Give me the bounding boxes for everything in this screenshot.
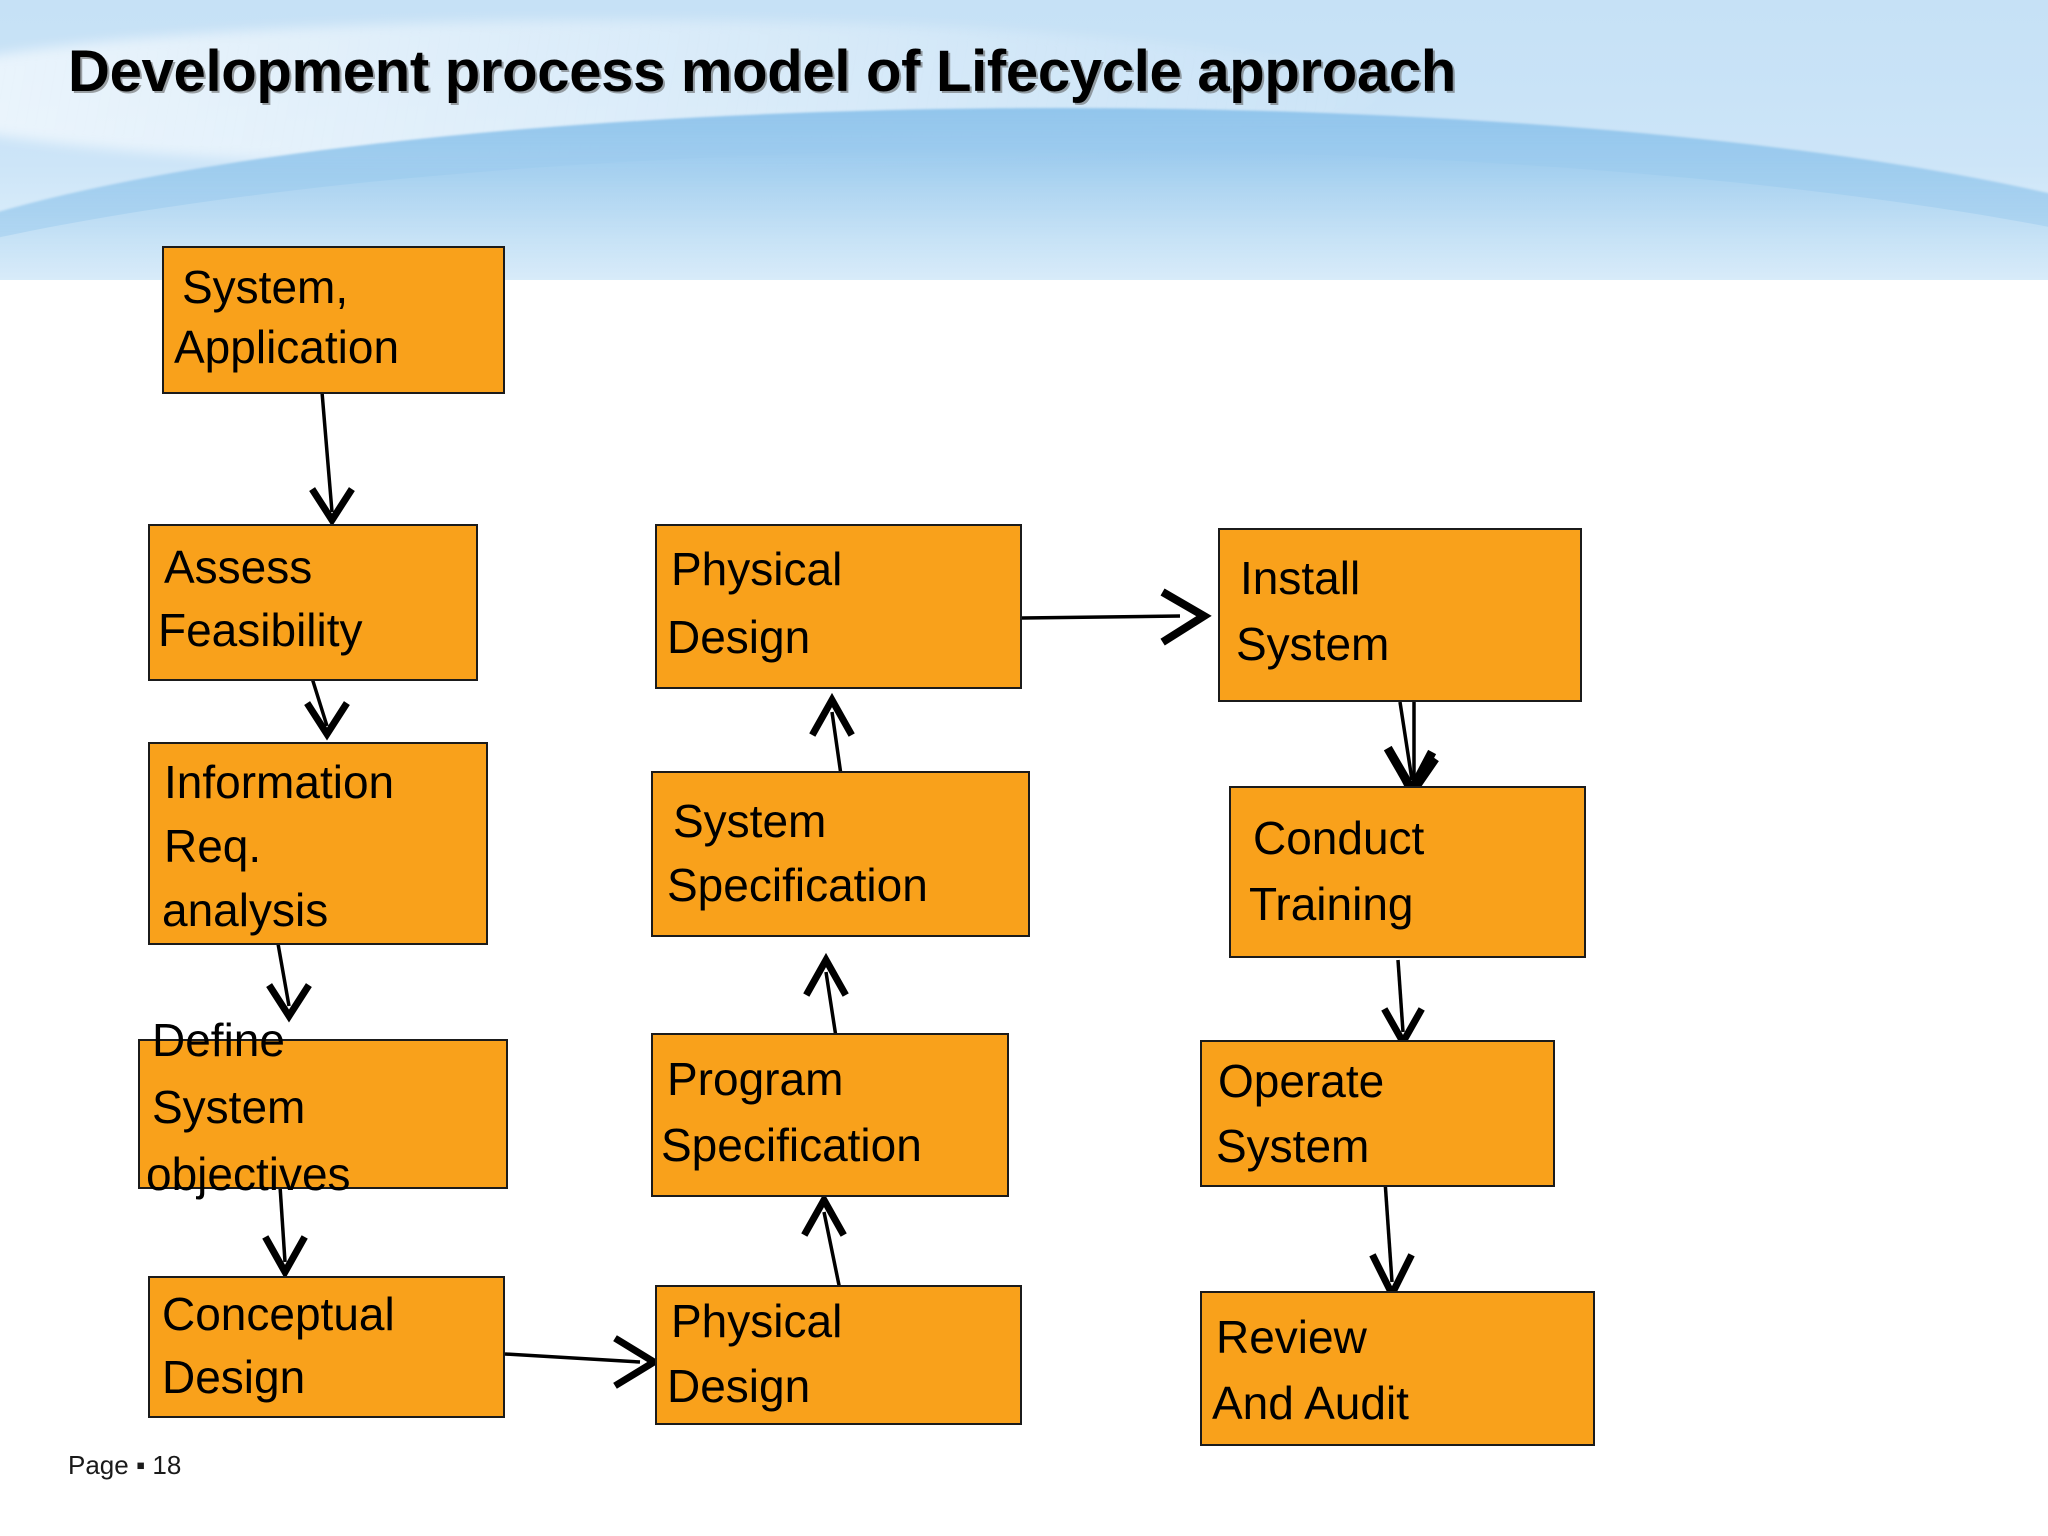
node-system-application-line-2: Application — [174, 321, 400, 373]
node-program-specification-line-1: Program — [667, 1053, 844, 1105]
node-physical-design-bottom[interactable]: Physical Design — [655, 1285, 1022, 1425]
node-physical-design-top[interactable]: Physical Design — [655, 524, 1022, 689]
node-conduct-training-line-2: Training — [1249, 878, 1414, 930]
node-system-specification-line-1: System — [673, 795, 827, 847]
node-define-system-objectives-line-2: System — [152, 1081, 306, 1133]
node-conceptual-design-line-1: Conceptual — [162, 1288, 395, 1340]
node-physical-design-bottom-line-1: Physical — [671, 1295, 843, 1347]
node-system-application-line-1: System, — [182, 261, 349, 313]
page-number-footer: Page ▪ 18 — [68, 1450, 182, 1480]
node-install-system[interactable]: Install System — [1218, 528, 1582, 702]
node-information-req-line-2: Req. — [164, 820, 262, 872]
node-install-system-line-1: Install — [1240, 552, 1361, 604]
page-title: Development process model of Lifecycle a… — [68, 39, 1456, 104]
node-operate-system[interactable]: Operate System — [1200, 1040, 1555, 1187]
node-information-req-line-3: analysis — [162, 884, 329, 936]
node-program-specification[interactable]: Program Specification — [651, 1033, 1009, 1197]
node-program-specification-line-2: Specification — [661, 1119, 922, 1171]
node-review-and-audit-line-1: Review — [1216, 1311, 1367, 1363]
node-system-specification[interactable]: System Specification — [651, 771, 1030, 937]
node-conduct-training[interactable]: Conduct Training — [1229, 786, 1586, 958]
node-define-system-objectives[interactable]: Define System objectives — [138, 1014, 508, 1200]
node-information-req[interactable]: Information Req. analysis — [148, 742, 488, 945]
node-information-req-line-1: Information — [164, 756, 395, 808]
node-operate-system-line-1: Operate — [1218, 1055, 1385, 1107]
node-review-and-audit-line-2: And Audit — [1212, 1377, 1409, 1429]
node-assess-feasibility-line-1: Assess — [164, 541, 313, 593]
node-conceptual-design[interactable]: Conceptual Design — [148, 1276, 505, 1418]
node-install-system-line-2: System — [1236, 618, 1390, 670]
node-system-specification-line-2: Specification — [667, 859, 928, 911]
node-operate-system-line-2: System — [1216, 1120, 1370, 1172]
node-define-system-objectives-line-1: Define — [152, 1014, 285, 1066]
node-physical-design-top-line-1: Physical — [671, 543, 843, 595]
node-assess-feasibility-line-2: Feasibility — [158, 604, 363, 656]
node-conduct-training-line-1: Conduct — [1253, 812, 1425, 864]
node-define-system-objectives-line-3: objectives — [146, 1148, 351, 1200]
node-conceptual-design-line-2: Design — [162, 1351, 306, 1403]
node-assess-feasibility[interactable]: Assess Feasibility — [148, 524, 478, 681]
node-physical-design-top-line-2: Design — [667, 611, 811, 663]
node-physical-design-bottom-line-2: Design — [667, 1360, 811, 1412]
node-system-application[interactable]: System, Application — [162, 246, 505, 394]
node-review-and-audit[interactable]: Review And Audit — [1200, 1291, 1595, 1446]
